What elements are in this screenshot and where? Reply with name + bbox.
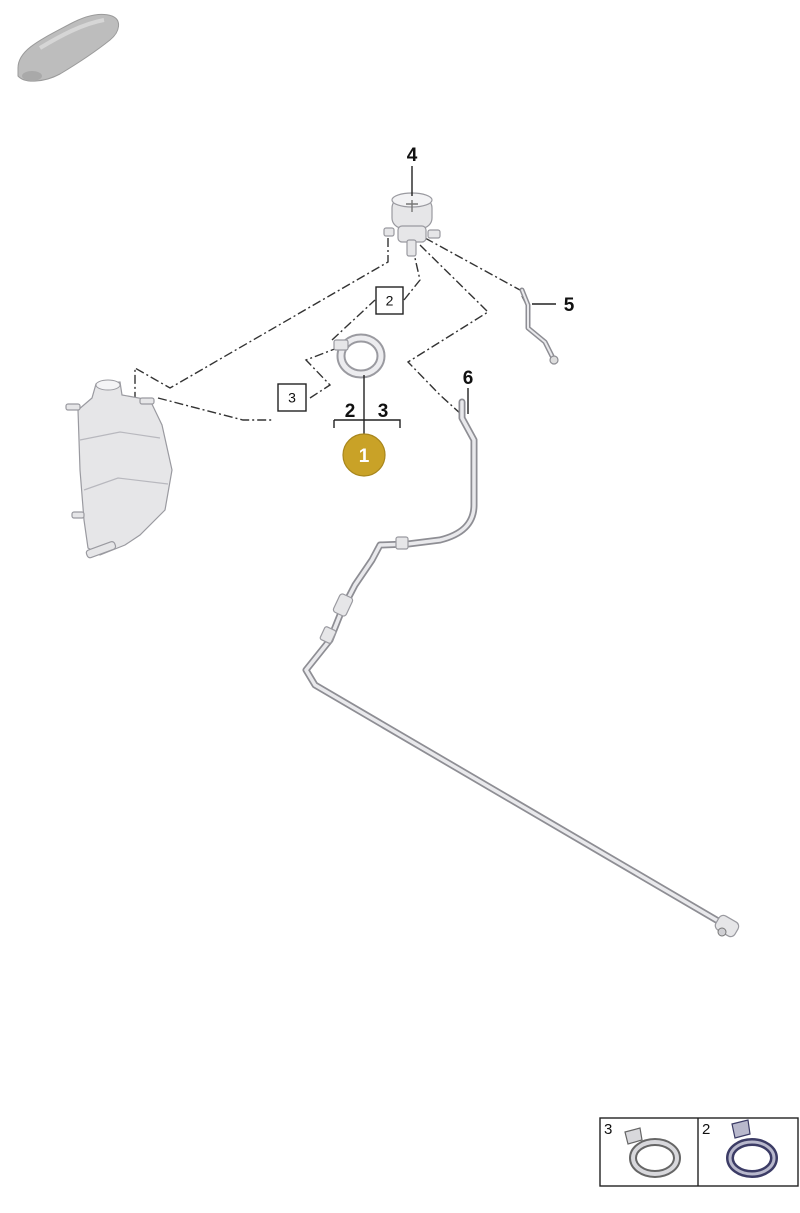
callout-box-2-label: 2 bbox=[386, 293, 394, 309]
hose-clamp-part[interactable] bbox=[333, 333, 386, 379]
hose-clamp-icon bbox=[726, 1119, 778, 1178]
legend-box: 3 2 bbox=[599, 1117, 799, 1187]
leader-lines bbox=[333, 166, 556, 438]
connection-lines bbox=[134, 237, 529, 421]
part-4-cap-valve[interactable] bbox=[383, 192, 441, 257]
legend-cell-3-number: 3 bbox=[604, 1121, 612, 1138]
callout-box-2[interactable]: 2 bbox=[375, 286, 404, 315]
hose-clamp-icon bbox=[624, 1127, 681, 1178]
label-part-4: 4 bbox=[407, 145, 418, 166]
legend-cell-2[interactable]: 2 bbox=[702, 1119, 778, 1178]
label-group-3: 3 bbox=[378, 401, 389, 422]
part-6-coolant-line[interactable] bbox=[302, 398, 741, 938]
legend-cell-3[interactable]: 3 bbox=[604, 1121, 681, 1178]
legend-cell-2-number: 2 bbox=[702, 1121, 710, 1138]
car-thumbnail-icon[interactable] bbox=[17, 13, 119, 82]
label-part-5: 5 bbox=[564, 295, 575, 316]
label-part-6: 6 bbox=[463, 368, 474, 389]
badge-part-1[interactable]: 1 bbox=[342, 433, 386, 477]
callout-box-3-label: 3 bbox=[288, 390, 296, 406]
callout-box-3[interactable]: 3 bbox=[277, 383, 307, 412]
label-group-2: 2 bbox=[345, 401, 356, 422]
expansion-tank[interactable] bbox=[65, 379, 173, 559]
part-5-pipe[interactable] bbox=[519, 287, 559, 365]
badge-part-1-label: 1 bbox=[359, 446, 370, 467]
